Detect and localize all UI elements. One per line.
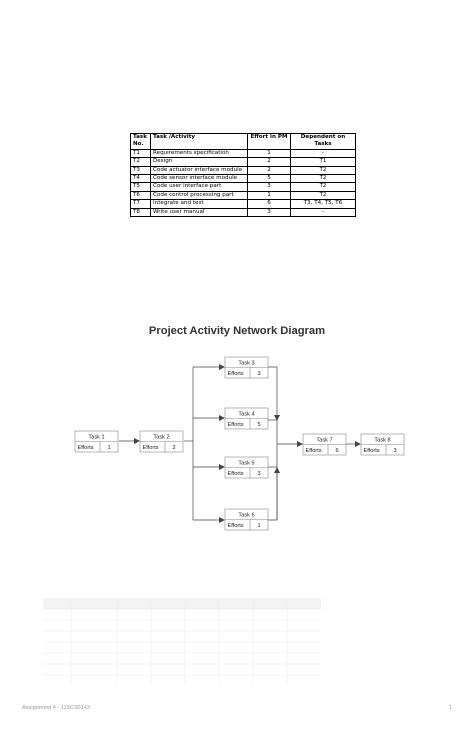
cell-dependent: T3, T4, T5, T6	[290, 199, 356, 209]
cell-dependent: T2	[290, 174, 356, 184]
node-title: Task 8	[374, 437, 390, 443]
node-effort-label: Efforts	[228, 371, 244, 377]
cell-task-no: T7	[130, 199, 151, 209]
node-title: Task 3	[238, 360, 254, 366]
cell-task-no: T6	[130, 190, 151, 201]
diagram-title: Project Activity Network Diagram	[148, 325, 326, 337]
cell-task-no: T2	[130, 157, 151, 167]
cell-effort: 1	[247, 148, 291, 159]
node-effort-value: 6	[335, 448, 338, 454]
diagram-nodes: Task 1 Efforts 1 Task 2 Efforts 2 Task 3 Effort…	[74, 356, 405, 531]
task-node-3: Task 3 Efforts 3	[224, 356, 269, 379]
node-effort-value: 3	[257, 371, 260, 377]
cell-task-activity: Code actuator interface module	[150, 165, 248, 176]
node-title: Task 5	[238, 460, 254, 466]
cell-task-no: T1	[130, 148, 151, 159]
node-effort-label: Efforts	[228, 523, 244, 529]
header-effort: Effort in PM	[247, 133, 291, 150]
faded-table-grid	[43, 598, 321, 686]
task-node-6: Task 6 Efforts 1	[224, 508, 269, 531]
node-effort-value: 5	[257, 422, 260, 428]
node-title: Task 4	[238, 411, 254, 417]
node-effort-label: Efforts	[143, 445, 159, 451]
cell-dependent: -	[290, 148, 356, 159]
cell-effort: 6	[247, 199, 291, 209]
cell-task-activity: Code user interface part	[150, 182, 248, 192]
node-effort-label: Efforts	[364, 448, 380, 454]
diagram-edges	[119, 364, 361, 523]
node-title: Task 1	[88, 434, 104, 440]
header-task-no: Task No.	[130, 133, 151, 150]
cell-task-activity: Design	[150, 157, 248, 167]
network-diagram: Task 1 Efforts 1 Task 2 Efforts 2 Task 3 Effort…	[74, 356, 405, 531]
task-table: Task No. Task /Activity Effort in PM Dep…	[130, 133, 356, 218]
header-task-activity: Task /Activity	[150, 133, 248, 150]
cell-dependent: T2	[290, 190, 356, 201]
cell-effort: 5	[247, 174, 291, 184]
edge-t3-merge	[268, 366, 280, 421]
task-node-4: Task 4 Efforts 5	[224, 407, 269, 430]
cell-effort: 2	[247, 157, 291, 167]
task-node-5: Task 5 Efforts 3	[224, 456, 269, 479]
task-node-1: Task 1 Efforts 1	[74, 430, 119, 453]
cell-dependent: T1	[290, 157, 356, 167]
node-title: Task 7	[316, 437, 332, 443]
cell-task-activity: Code sensor interface module	[150, 174, 248, 184]
cell-dependent: T2	[290, 182, 356, 192]
cell-dependent: T2	[290, 165, 356, 176]
cell-effort: 2	[247, 165, 291, 176]
node-title: Task 6	[238, 512, 254, 518]
cell-effort: 3	[247, 207, 291, 218]
node-title: Task 2	[153, 434, 169, 440]
cell-task-no: T8	[130, 207, 151, 218]
cell-task-no: T3	[130, 165, 151, 176]
cell-task-activity: Write user manual	[150, 207, 248, 218]
task-node-8: Task 8 Efforts 3	[360, 433, 405, 456]
node-effort-value: 3	[257, 471, 260, 477]
node-effort-value: 1	[107, 445, 110, 451]
node-effort-value: 2	[172, 445, 175, 451]
node-effort-value: 1	[257, 523, 260, 529]
cell-effort: 1	[247, 190, 291, 201]
table-header-row: Task No. Task /Activity Effort in PM Dep…	[130, 133, 356, 150]
cell-task-no: T4	[130, 174, 151, 184]
cell-task-activity: Code control processing part	[150, 190, 248, 201]
node-effort-value: 3	[393, 448, 396, 454]
node-effort-label: Efforts	[306, 448, 322, 454]
cell-task-activity: Requirements specification	[150, 148, 248, 159]
node-effort-label: Efforts	[228, 471, 244, 477]
footer-assignment-label: Assignment 4 - 119CS0143	[22, 705, 90, 711]
cell-effort: 3	[247, 182, 291, 192]
edge-t6-merge	[268, 467, 280, 521]
node-effort-label: Efforts	[78, 445, 94, 451]
page-number: 1	[448, 705, 452, 711]
cell-dependent: -	[290, 207, 356, 218]
header-dependent: Dependent on Tasks	[290, 133, 356, 150]
cell-task-activity: Integrate and test	[150, 199, 248, 209]
node-effort-label: Efforts	[228, 422, 244, 428]
cell-task-no: T5	[130, 182, 151, 192]
task-node-2: Task 2 Efforts 2	[139, 430, 184, 453]
task-node-7: Task 7 Efforts 6	[302, 433, 347, 456]
